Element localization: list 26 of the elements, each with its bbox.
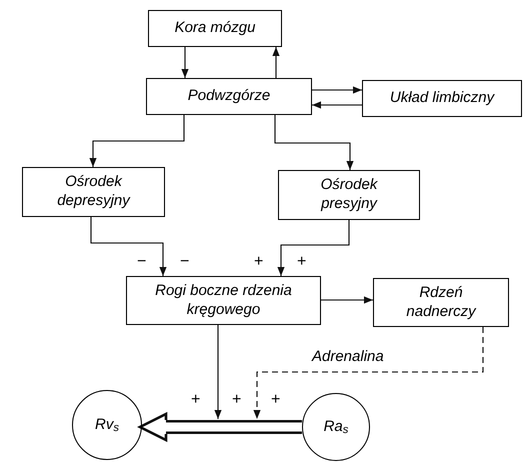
sign-label: − (137, 254, 146, 270)
sign-label: + (254, 254, 264, 270)
sign-label: + (297, 254, 306, 270)
arrow (272, 47, 280, 78)
arrow (312, 101, 362, 109)
arrow (89, 115, 185, 167)
arrow (312, 86, 362, 94)
arrow (181, 47, 189, 78)
sign-label: + (191, 392, 200, 408)
sign-label: + (271, 392, 280, 408)
arrow (321, 296, 373, 304)
process-box: Ośrodek depresyjny (22, 167, 165, 217)
arrow (277, 220, 350, 276)
arrow (253, 327, 484, 419)
process-box: Rogi boczne rdzenia kręgowego (126, 276, 321, 325)
process-box: Podwzgórze (146, 78, 312, 115)
sign-label: + (232, 392, 242, 408)
process-box: Ośrodek presyjny (278, 170, 420, 220)
process-box: Rdzeń nadnerczy (373, 278, 509, 327)
arrow (214, 325, 222, 419)
process-box: Układ limbiczny (362, 80, 522, 117)
process-box: Kora mózgu (148, 10, 282, 47)
edge-label: Adrenalina (310, 349, 386, 364)
sign-label: − (180, 254, 190, 270)
arrow (90, 217, 167, 276)
arrow (274, 115, 354, 170)
